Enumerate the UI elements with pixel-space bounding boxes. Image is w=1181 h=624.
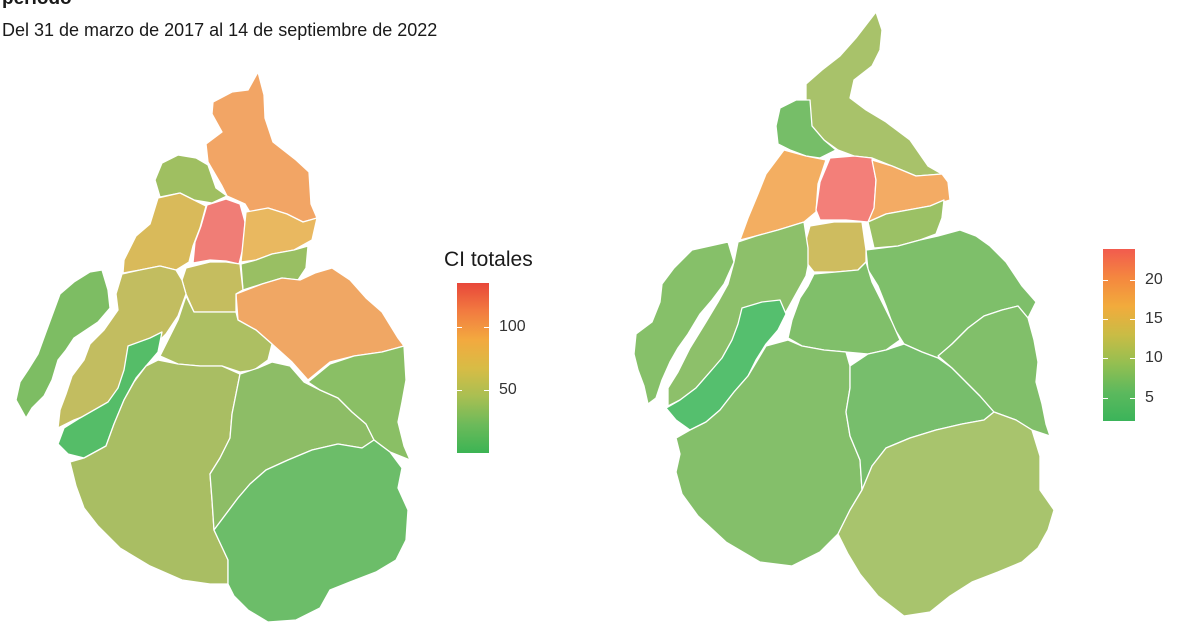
region-azcapotzalco: Azcapotzalco <box>154 154 228 204</box>
legend-tick-mark <box>1130 358 1135 359</box>
legend-tick-mark <box>1103 280 1108 281</box>
legend-tick-mark <box>1103 358 1108 359</box>
legend-tick-mark <box>1103 398 1108 399</box>
legend-tick-mark <box>1130 319 1135 320</box>
region-milpa-alta: Milpa Alta <box>837 411 1055 617</box>
legend-left-title: CI totales <box>444 248 533 271</box>
region-azcapotzalco: Azcapotzalco <box>775 99 837 159</box>
region-tlahuac: Tláhuac <box>937 305 1051 437</box>
choropleth-map-left: Gustavo A. Madero Azcapotzalco Miguel Hi… <box>15 71 411 623</box>
region-cuajimalpa: Cuajimalpa <box>15 269 111 419</box>
legend-tick-label: 20 <box>1145 271 1163 288</box>
legend-right-colorbar <box>1103 249 1135 421</box>
choropleth-map-right: Gustavo A. Madero Azcapotzalco Miguel Hi… <box>633 11 1055 617</box>
legend-tick-mark <box>1130 398 1135 399</box>
legend-tick-mark <box>457 327 462 328</box>
legend-tick-label: 50 <box>499 381 517 398</box>
region-benito-juarez: Benito Juárez <box>805 221 867 273</box>
legend-tick-mark <box>457 390 462 391</box>
region-tlahuac: Tláhuac <box>307 345 411 461</box>
legend-left: CI totales 100 50 <box>440 240 560 460</box>
legend-tick-mark <box>484 390 489 391</box>
legend-left-colorbar <box>457 283 489 453</box>
legend-tick-mark <box>1130 280 1135 281</box>
legend-tick-label: 10 <box>1145 349 1163 366</box>
legend-tick-mark <box>484 327 489 328</box>
region-milpa-alta: Milpa Alta <box>213 439 409 623</box>
legend-tick-label: 15 <box>1145 310 1163 327</box>
legend-tick-label: 100 <box>499 318 526 335</box>
legend-tick-mark <box>1103 319 1108 320</box>
region-cuajimalpa: Cuajimalpa <box>633 241 735 405</box>
region-venustiano-carranza: Venustiano Carranza <box>240 207 318 263</box>
page-title: periodo <box>2 0 72 10</box>
page-subtitle: Del 31 de marzo de 2017 al 14 de septiem… <box>2 20 438 40</box>
region-cuauhtemoc: Cuauhtémoc <box>815 155 877 223</box>
region-benito-juarez: Benito Juárez <box>181 261 244 313</box>
legend-right: 20 15 10 5 <box>1090 240 1180 440</box>
region-iztapalapa: Iztapalapa <box>235 267 405 381</box>
region-tlalpan: Tlalpan <box>675 339 863 567</box>
legend-tick-label: 5 <box>1145 389 1154 406</box>
